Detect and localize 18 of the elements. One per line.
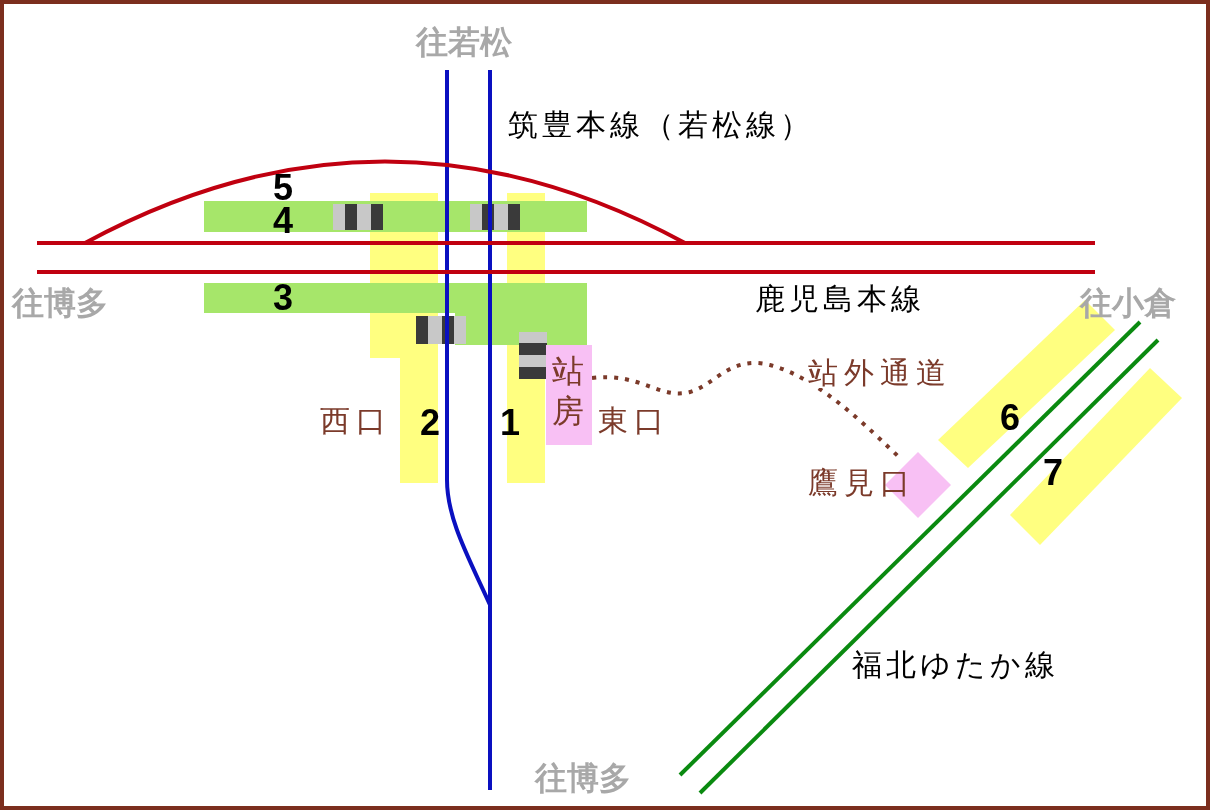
direction-label: 往博多: [12, 287, 108, 319]
platform-number: 3: [273, 280, 294, 316]
station-building-box: 站房: [546, 345, 592, 445]
platform-number: 6: [1000, 400, 1021, 436]
direction-label: 往小倉: [1080, 287, 1176, 319]
exit-label: 東口: [598, 406, 670, 436]
direction-label: 往博多: [535, 762, 631, 794]
platform-number: 2: [420, 405, 441, 441]
platform-number: 1: [500, 405, 521, 441]
platform-number: 4: [273, 203, 294, 239]
platform-number: 5: [273, 170, 294, 206]
line-name: 福北ゆたか線: [852, 650, 1059, 680]
exit-label: 西口: [320, 406, 392, 436]
platform-number: 7: [1043, 455, 1064, 491]
line-name: 鹿児島本線: [755, 284, 925, 314]
entrance-label: 鷹見口: [808, 468, 916, 498]
direction-label: 往若松: [416, 26, 512, 58]
line-name: 筑豊本線（若松線）: [508, 110, 814, 140]
